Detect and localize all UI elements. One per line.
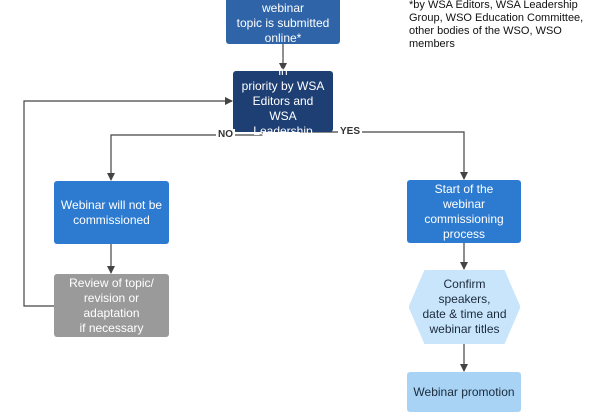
node-confirm-speakers: Confirm speakers, date & time and webina… [409, 270, 520, 344]
connector-review-loop [23, 97, 233, 307]
edge-label-no: NO [216, 129, 235, 140]
flowchart-canvas: Proposal for a webinar topic is submitte… [23, 0, 584, 412]
node-topic-ranked: Topic is ranked in priority by WSA Edito… [233, 49, 333, 153]
node-webinar-promotion: Webinar promotion [407, 372, 521, 412]
node-confirm-label: Confirm speakers, date & time and webina… [422, 277, 507, 336]
node-review-topic: Review of topic/ revision or adaptation … [54, 274, 169, 337]
connector-no-branch [107, 132, 263, 181]
node-not-commissioned: Webinar will not be commissioned [54, 181, 169, 244]
footnote: *by WSA Editors, WSA Leadership Group, W… [409, 0, 584, 50]
node-proposal-submitted: Proposal for a webinar topic is submitte… [226, 0, 340, 45]
hexagon-shape [409, 270, 520, 344]
edge-label-yes: YES [338, 126, 363, 137]
node-start-commissioning: Start of the webinar commissioning proce… [407, 180, 521, 243]
